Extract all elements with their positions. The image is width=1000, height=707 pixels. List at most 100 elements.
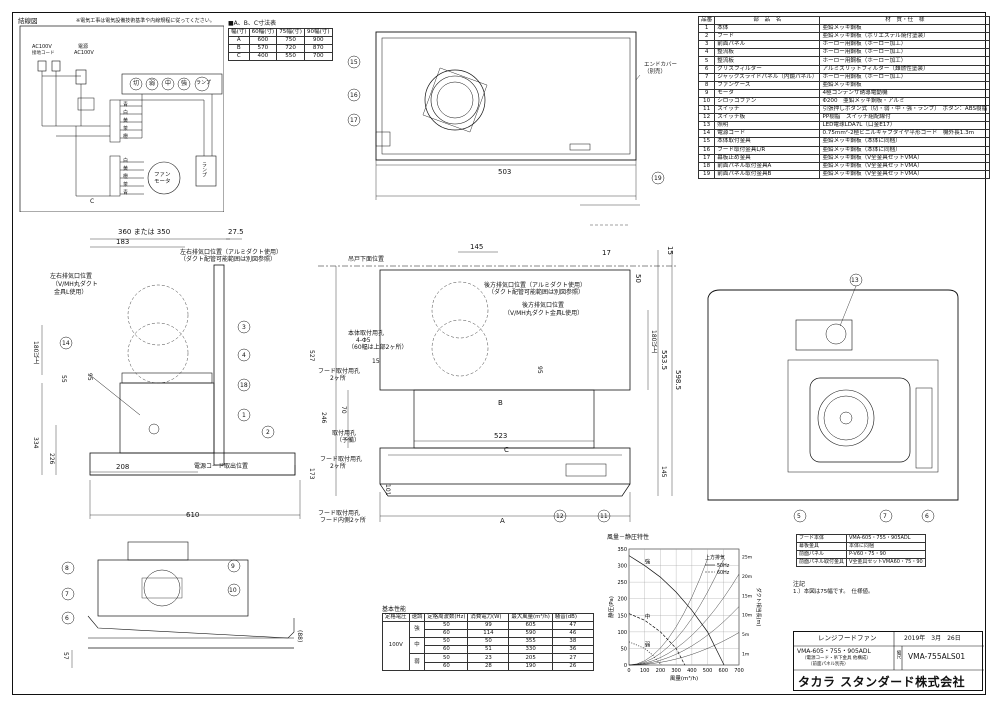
chart-y2-tick: 25m [742, 555, 752, 561]
chart-x-tick: 300 [671, 668, 681, 674]
chart-y-label: 静圧(Pa) [607, 596, 615, 618]
parts-spec: 0.75mm²-2極ビニルキャブタイヤ平形コード 機外長1.3m [819, 129, 991, 139]
callout-17: 17 [350, 117, 358, 124]
switch-label-high: 強 [181, 80, 188, 87]
title-block-grid [794, 632, 984, 671]
bottom-view-drawing [707, 273, 959, 523]
section-callout-7: 7 [65, 591, 69, 598]
callout-15: 15 [350, 59, 358, 66]
parts-spec: Φ200 亜鉛メッキ鋼板・アルミ [819, 96, 991, 107]
note-title: 注記 [793, 581, 806, 588]
switch-label-mid: 中 [165, 80, 172, 87]
chart-x-tick: 500 [703, 668, 713, 674]
perf-hz: 60 [424, 629, 469, 639]
parts-spec: 亜鉛メッキ鋼板（V全金具セットVMA） [819, 153, 991, 163]
perf-hz: 60 [424, 661, 469, 671]
parts-name: フード取付金具L/R [714, 145, 821, 155]
chart-x-tick: 100 [640, 668, 650, 674]
chart-series-label: 強 [645, 558, 651, 566]
title-models-sub1: （電源コード・吊下金具 他構成） [802, 656, 871, 661]
parts-name: フード [714, 32, 821, 42]
section-callout-6: 6 [65, 615, 69, 622]
perf-w: 23 [467, 653, 510, 663]
rear-exhaust-label-2: （ダクト配管可能範囲は別図参照） [488, 289, 585, 296]
perf-w: 51 [467, 645, 510, 655]
side-dim-208: 208 [116, 463, 130, 471]
perf-header-1: 速調 [408, 612, 426, 623]
dim-header-0: 幅(寸) [228, 27, 250, 38]
parts-no: 13 [697, 121, 716, 131]
parts-name: 前面パネル [714, 40, 821, 50]
power-right-sub: AC100V [74, 50, 94, 56]
wire-color-4: 茶 [123, 126, 129, 132]
side-note-4: （V/MH丸ダクト [52, 281, 98, 288]
callout-16: 16 [350, 92, 358, 99]
front-view: 145 17 15 50 523 B C A 598.5 553.5 527 2… [308, 240, 688, 530]
motor-wire-color-1: 白 [123, 158, 129, 164]
chart-x-tick: 400 [687, 668, 697, 674]
perf-q: 205 [508, 653, 553, 663]
parts-name: スイッチ板 [714, 113, 821, 123]
chart-legend-60hz: 60Hz [717, 570, 730, 576]
chart-series-line [628, 613, 686, 666]
side-callout-3: 3 [242, 324, 246, 331]
side-dim-610: 610 [186, 511, 200, 519]
parts-name: 整流板 [714, 48, 821, 58]
bottom-callout-6: 6 [925, 513, 929, 520]
parts-name: 幕板止め金具 [714, 153, 821, 163]
perf-db: 27 [551, 653, 594, 663]
front-dim-598-5: 598.5 [674, 370, 682, 391]
power-right-label: 電源 [78, 44, 89, 50]
side-callout-4: 4 [242, 352, 246, 359]
chart-y-tick: 50 [621, 646, 627, 652]
spec-cell: 前面パネル [795, 550, 848, 560]
top-view: 15 16 17 19 エンドカバー （別売） 503 [340, 20, 700, 240]
title-drawing-no: VMA-755ALS01 [908, 652, 966, 661]
parts-no: 18 [697, 161, 716, 171]
power-left-sub: 接地コード [32, 51, 55, 56]
top-width-dim: 503 [498, 168, 512, 176]
hood-mount-hole-label-1: フード取付用孔 [318, 368, 361, 375]
chart-y-tick: 100 [617, 630, 627, 636]
parts-no: 7 [697, 72, 716, 82]
front-dim-527: 527 [308, 350, 315, 362]
dimension-table: ■A、B、C寸法表 幅(寸) 60幅(寸) 75幅(寸) 90幅(寸) A 60… [228, 20, 333, 62]
perf-q: 590 [508, 629, 553, 639]
chart-duct-curve [628, 632, 740, 666]
wiring-title: 結線図 [18, 17, 38, 25]
motor-wire-color-2: 黄 [123, 166, 129, 172]
bottom-callout-5: 5 [797, 513, 801, 520]
parts-spec: 引張押しボタン式（切・弱・中・強・ランプ） ボタン：ABS樹脂 [819, 105, 991, 115]
side-dim-180: 180以上 [32, 341, 39, 365]
parts-name: 照明 [714, 121, 821, 131]
dim-cell: 900 [303, 36, 333, 46]
dim-cell: A [228, 36, 250, 46]
performance-title: 基本性能 [382, 606, 407, 613]
hood-mount-hole-count-1: 2ヶ所 [330, 375, 346, 382]
chart-y-tick: 150 [617, 613, 627, 619]
perf-q: 605 [508, 621, 553, 631]
chart-legend-title: 上方排気 [705, 554, 725, 561]
side-dim-334: 334 [32, 437, 39, 449]
drawing-frame [12, 12, 986, 695]
side-callout-1: 1 [242, 412, 246, 419]
power-left-label: AC100V [32, 44, 52, 50]
front-dim-180: 180以上 [650, 330, 657, 354]
perf-header-5: 騒音(dB) [551, 612, 594, 623]
parts-no: 15 [697, 137, 716, 147]
hanging-cabinet-bottom-label: 吊戸下面位置 [348, 256, 385, 263]
side-callout-18: 18 [240, 382, 248, 389]
chart-series-label: 中 [645, 612, 651, 620]
